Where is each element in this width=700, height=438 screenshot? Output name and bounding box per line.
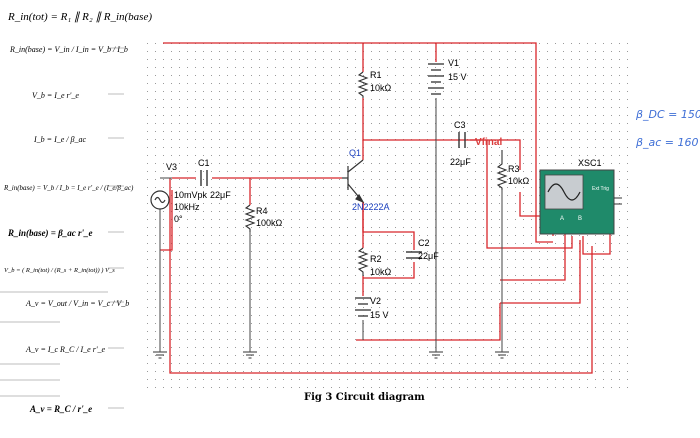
c1-name: C1 xyxy=(198,158,210,168)
c1-capacitor-icon xyxy=(200,170,208,186)
c3-name: C3 xyxy=(454,120,466,130)
v3-name: V3 xyxy=(166,162,177,172)
ground-wires xyxy=(159,98,503,352)
r1-resistor-icon xyxy=(357,71,369,98)
eq-title: R_in(tot) = R₁ ∥ R₂ ∥ R_in(base) xyxy=(7,11,152,23)
scope-ext-trig: Ext Trig xyxy=(592,186,609,192)
vfinal-label: Vfinal xyxy=(475,137,502,148)
ground-icon xyxy=(153,351,167,359)
v1-battery-icon xyxy=(428,63,444,95)
r4-name: R4 xyxy=(256,206,268,216)
ground-icon xyxy=(495,351,509,359)
c1-value: 22μF xyxy=(210,190,231,200)
xsc1-name: XSC1 xyxy=(578,158,602,168)
r3-name: R3 xyxy=(508,164,520,174)
eq-rin-beta: R_in(base) = β_ac r'_e xyxy=(7,228,92,238)
r1-name: R1 xyxy=(370,70,382,80)
q1-model: 2N2222A xyxy=(352,202,390,212)
figure-caption: Fig 3 Circuit diagram xyxy=(304,392,425,403)
v1-name: V1 xyxy=(448,58,459,68)
q1-transistor-icon xyxy=(342,159,365,204)
ground-icon xyxy=(243,351,257,359)
eq-rin-ratio: R_in(base) = V_b / I_b = I_e r'_e / (I_e… xyxy=(3,184,134,192)
xsc1-oscilloscope: Ext Trig A B xyxy=(539,169,622,235)
beta-dc-note: β_DC = 150 xyxy=(635,108,700,121)
c2-name: C2 xyxy=(418,238,430,248)
scope-channel-b: B xyxy=(578,216,582,222)
r3-resistor-icon xyxy=(496,150,508,190)
r4-value: 100kΩ xyxy=(256,218,283,228)
ruled-lines xyxy=(0,47,124,409)
ground-icon xyxy=(429,351,443,359)
eq-av-final: A_v = R_C / r'_e xyxy=(29,404,92,414)
eq-av-ic: A_v = I_c R_C / I_e r'_e xyxy=(25,345,106,354)
red-wires xyxy=(160,42,611,374)
sine-wave-icon xyxy=(547,183,581,201)
eq-av-ratio: A_v = V_out / V_in = V_c / V_b xyxy=(25,299,129,308)
v3-phase: 0° xyxy=(174,214,183,224)
r3-value: 10kΩ xyxy=(508,176,530,186)
v3-amplitude: 10mVpk xyxy=(174,190,208,200)
c3-capacitor-icon xyxy=(458,132,466,148)
ground-symbols xyxy=(153,351,509,359)
r4-resistor-icon xyxy=(244,204,256,232)
eq-vb: V_b = I_e r'_e xyxy=(32,91,79,100)
c3-value: 22μF xyxy=(450,157,471,167)
r1-value: 10kΩ xyxy=(370,83,392,93)
scope-channel-a: A xyxy=(560,216,564,222)
v3-ac-source-icon xyxy=(150,190,170,210)
q1-name: Q1 xyxy=(349,148,361,158)
schematic: V1 15 V R1 10kΩ Q1 2N2222A C3 22μF Vfina… xyxy=(144,40,632,388)
beta-ac-note: β_ac = 160 xyxy=(635,136,699,149)
r2-resistor-icon xyxy=(357,247,369,276)
v1-value: 15 V xyxy=(448,72,467,82)
notes-panel: R_in(tot) = R₁ ∥ R₂ ∥ R_in(base) R_in(ba… xyxy=(0,11,152,414)
v2-name: V2 xyxy=(370,296,381,306)
r2-value: 10kΩ xyxy=(370,267,392,277)
c2-capacitor-icon xyxy=(406,251,422,259)
r2-name: R2 xyxy=(370,254,382,264)
eq-rin-base: R_in(base) = V_in / I_in = V_b / I_b xyxy=(9,45,128,54)
eq-vb-divider: V_b = ( R_in(tot) / (R_s + R_in(tot)) ) … xyxy=(4,267,115,274)
v2-battery-icon xyxy=(355,297,371,317)
v3-frequency: 10kHz xyxy=(174,202,200,212)
v2-value: 15 V xyxy=(370,310,389,320)
c2-value: 22μF xyxy=(418,251,439,261)
eq-ib: I_b = I_e / β_ac xyxy=(33,135,86,144)
